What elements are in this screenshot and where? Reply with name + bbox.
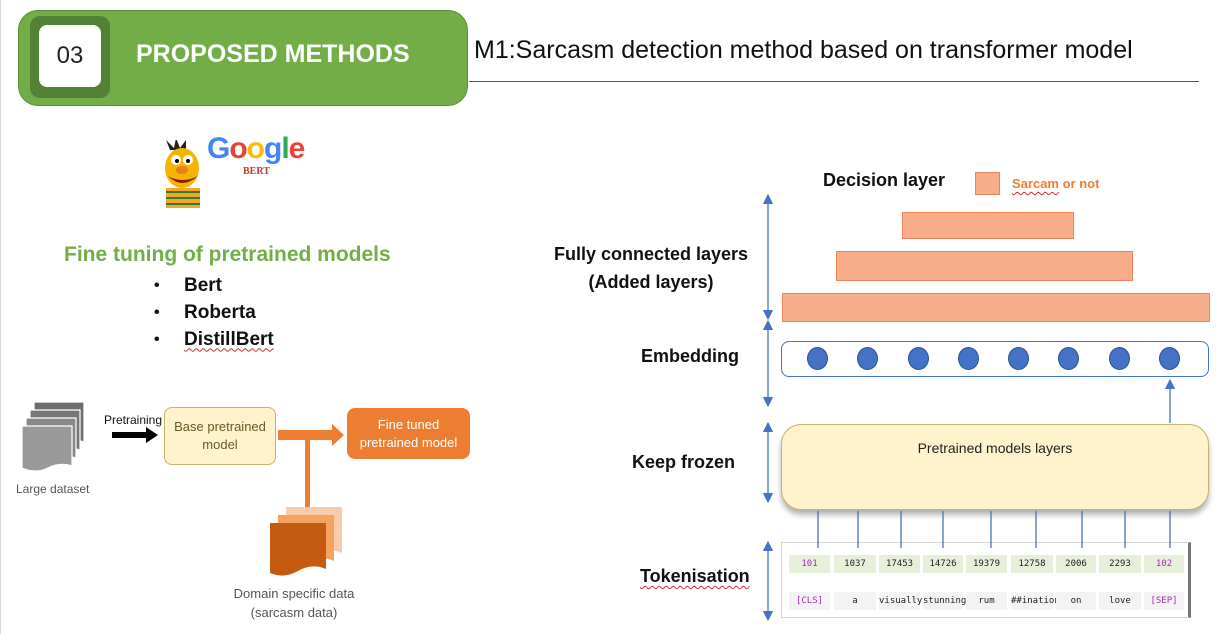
model-name: DistillBert	[184, 328, 274, 350]
token-text: [CLS]	[789, 592, 830, 610]
base-pretrained-model-box: Base pretrained model	[164, 407, 276, 465]
token-id: 102	[1144, 555, 1184, 573]
embedding-node	[807, 347, 828, 370]
token-id: 101	[789, 555, 830, 573]
token-text: a	[834, 592, 876, 610]
fc-layer-bar	[902, 212, 1074, 239]
keep-frozen-label: Keep frozen	[632, 452, 736, 472]
token-id: 2293	[1099, 555, 1141, 573]
fully-connected-label: Fully connected layers (Added layers)	[553, 244, 749, 292]
embedding-box	[781, 341, 1209, 377]
fc-layer-bar	[782, 293, 1210, 322]
fine-tuned-model-box: Fine tuned pretrained model	[347, 408, 470, 459]
embedding-node	[908, 347, 929, 370]
sarcasm-output-label: Sarcam or not	[1012, 176, 1100, 191]
token-id: 12758	[1011, 555, 1053, 573]
slide-left-border	[0, 0, 1, 634]
model-list: •Bert •Roberta •DistillBert	[154, 272, 274, 353]
list-item: •Roberta	[154, 301, 256, 323]
embedding-node	[1008, 347, 1029, 370]
domain-data-label: Domain specific data (sarcasm data)	[233, 586, 355, 620]
bert-muppet-icon	[165, 140, 200, 208]
large-dataset-label: Large dataset	[16, 482, 90, 496]
decision-output-box	[975, 172, 1000, 195]
embedding-node	[1058, 347, 1079, 370]
embedding-label: Embedding	[641, 346, 739, 366]
fc-layer-bar	[836, 251, 1133, 281]
tokenisation-label: Tokenisation	[640, 566, 750, 586]
fine-tuning-title: Fine tuning of pretrained models	[64, 243, 391, 266]
embedding-node	[958, 347, 979, 370]
token-text: rum	[966, 592, 1007, 610]
token-text: [SEP]	[1144, 592, 1184, 610]
pretrained-layers-label: Pretrained models layers	[917, 440, 1073, 456]
fine-tune-arrow-icon	[278, 424, 344, 512]
token-text: ##ination	[1011, 592, 1060, 610]
section-number: 03	[39, 25, 101, 87]
embedding-node	[857, 347, 878, 370]
token-text: love	[1099, 592, 1141, 610]
token-text: on	[1056, 592, 1096, 610]
token-id: 19379	[966, 555, 1007, 573]
google-logo: Google	[207, 132, 305, 165]
token-text: visually	[879, 592, 922, 610]
token-id: 1037	[834, 555, 876, 573]
bert-logo-text: BERT	[243, 166, 270, 177]
token-id: 14726	[923, 555, 963, 573]
section-title: PROPOSED METHODS	[136, 40, 410, 68]
large-dataset-icon	[21, 401, 85, 472]
subtitle-underline	[469, 81, 1199, 82]
token-id: 17453	[879, 555, 920, 573]
domain-data-icon	[270, 507, 342, 576]
list-item: •Bert	[154, 274, 223, 296]
token-id: 2006	[1056, 555, 1096, 573]
embedding-node	[1159, 347, 1180, 370]
decision-layer-label: Decision layer	[823, 170, 946, 190]
list-item: •DistillBert	[154, 328, 274, 350]
embedding-node	[1109, 347, 1130, 370]
model-name: Roberta	[184, 301, 256, 323]
pretraining-label: Pretraining	[104, 413, 163, 427]
pretraining-arrow-icon	[112, 427, 158, 443]
model-name: Bert	[184, 274, 223, 296]
token-text: stunning	[923, 592, 966, 610]
pretrained-layers-box	[781, 424, 1209, 510]
slide-subtitle: M1:Sarcasm detection method based on tra…	[474, 36, 1133, 64]
